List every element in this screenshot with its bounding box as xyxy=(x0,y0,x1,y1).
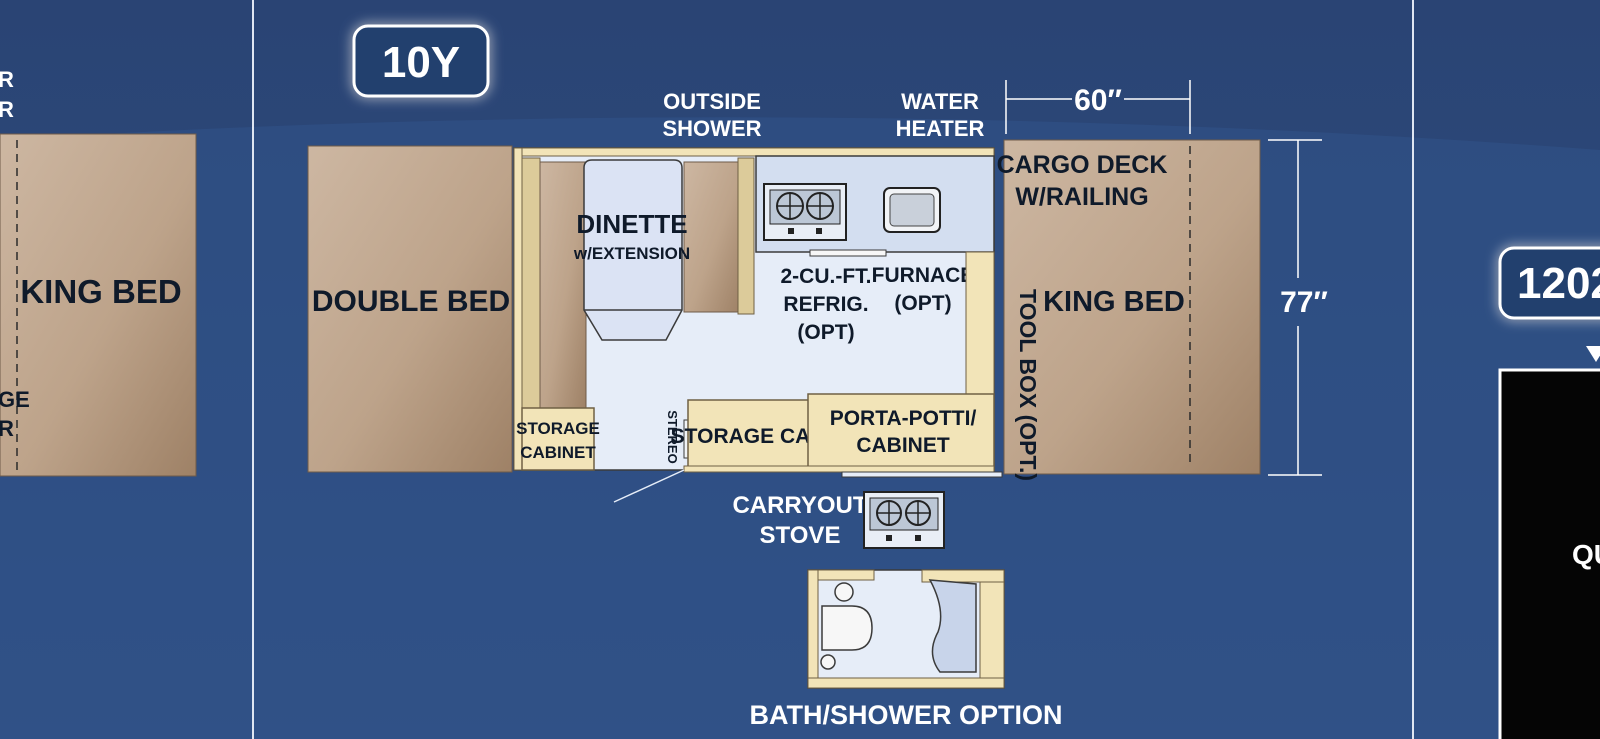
dimension-depth-label: 77″ xyxy=(1280,286,1328,319)
dinette-bench-left-back xyxy=(521,157,541,409)
cargo-deck-label-2: W/RAILING xyxy=(1015,183,1148,211)
left-panel: R R KING BED GE R xyxy=(0,67,197,477)
refrig-label-1: 2-CU.-FT. xyxy=(781,265,872,288)
storage-cabinet-label-1: STORAGE xyxy=(516,419,600,438)
left-side-fragment-2: R xyxy=(0,416,14,441)
top-wall xyxy=(513,147,995,157)
right-black-block xyxy=(1498,368,1600,739)
stereo-label: STEREO xyxy=(665,410,680,463)
water-heater-label-2: HEATER xyxy=(896,116,985,141)
outside-shower-label-2: SHOWER xyxy=(663,116,762,141)
carryout-stove-icon xyxy=(863,491,945,549)
dinette-bench-right xyxy=(683,161,741,313)
right-badge-box xyxy=(1498,246,1600,320)
right-panel: 1202 QU xyxy=(1498,246,1600,739)
right-badge-text: 1202 xyxy=(1517,259,1600,308)
right-cabinet-strip xyxy=(965,251,995,395)
bath-sink-icon xyxy=(834,582,854,602)
furnace-label-1: FURNACE xyxy=(872,264,975,287)
model-badge-text: 10Y xyxy=(382,38,460,87)
dimension-depth: 77″ xyxy=(1268,139,1328,476)
dinette-table xyxy=(583,159,683,341)
double-bed xyxy=(307,145,513,473)
porta-potti-cabinet xyxy=(807,393,995,471)
left-king-bed-label: KING BED xyxy=(20,273,181,310)
model-10y: 10Y OUTSIDE SHOWER WATER HEATER 60″ 77″ … xyxy=(307,24,1328,730)
storage-cabinet-label-2: CABINET xyxy=(520,443,596,462)
bath-drain-icon xyxy=(820,654,836,670)
model-badge-box xyxy=(352,24,490,98)
storage-cab-label: STORAGE CAB. xyxy=(671,425,832,448)
carryout-stove-label-2: STOVE xyxy=(760,522,841,549)
tool-box-label: TOOL BOX (OPT.) xyxy=(1015,289,1041,481)
refrig-label-2: REFRIG. xyxy=(783,293,868,316)
water-heater-label-1: WATER xyxy=(901,89,979,114)
right-text-fragment: QU xyxy=(1572,539,1600,570)
dimension-width: 60″ xyxy=(1005,80,1191,134)
bath-wall-top-right xyxy=(921,569,1005,583)
porta-potti-label-1: PORTA-POTTI/ xyxy=(830,407,977,430)
model-badge: 10Y xyxy=(352,24,490,98)
double-bed-label: DOUBLE BED xyxy=(312,285,510,318)
shower-pan xyxy=(928,579,977,673)
refrigerator-door xyxy=(809,249,887,257)
dinette-bench-right-back xyxy=(737,157,755,315)
outside-shower-label-1: OUTSIDE xyxy=(663,89,761,114)
bottom-wall xyxy=(683,465,995,473)
left-side-fragment-1: GE xyxy=(0,387,30,412)
dimension-width-label: 60″ xyxy=(1074,84,1122,117)
left-top-fragment-1: R xyxy=(0,67,14,92)
storage-cab xyxy=(687,399,813,469)
furnace-label-2: (OPT) xyxy=(894,292,951,315)
cargo-deck-label-1: CARGO DECK xyxy=(997,151,1168,179)
dinette-bench-left xyxy=(539,161,587,409)
refrig-label-3: (OPT) xyxy=(797,321,854,344)
king-bed-cargo-deck xyxy=(1003,139,1261,475)
bath-option-label: BATH/SHOWER OPTION xyxy=(750,700,1063,730)
stove-icon xyxy=(763,183,847,241)
door-step xyxy=(841,471,1003,478)
carryout-stove-label-1: CARRYOUT xyxy=(732,492,867,519)
storage-cabinet xyxy=(521,407,595,471)
bath-wall-left xyxy=(807,569,819,689)
porta-potti-label-2: CABINET xyxy=(856,434,950,457)
bath-wall-bottom xyxy=(807,677,1005,689)
left-king-bed xyxy=(0,133,197,477)
toilet-icon xyxy=(821,605,873,651)
dinette-label: DINETTE xyxy=(576,209,687,239)
pointer-line xyxy=(613,469,685,503)
king-bed-label: KING BED xyxy=(1043,286,1185,318)
bath-wall-right xyxy=(979,581,1005,689)
right-pointer-icon xyxy=(1586,346,1600,362)
bath-shower-option xyxy=(807,569,1005,689)
left-top-fragment-2: R xyxy=(0,97,14,122)
sink-icon xyxy=(883,187,941,233)
dinette-sub-label: w/EXTENSION xyxy=(573,244,690,263)
